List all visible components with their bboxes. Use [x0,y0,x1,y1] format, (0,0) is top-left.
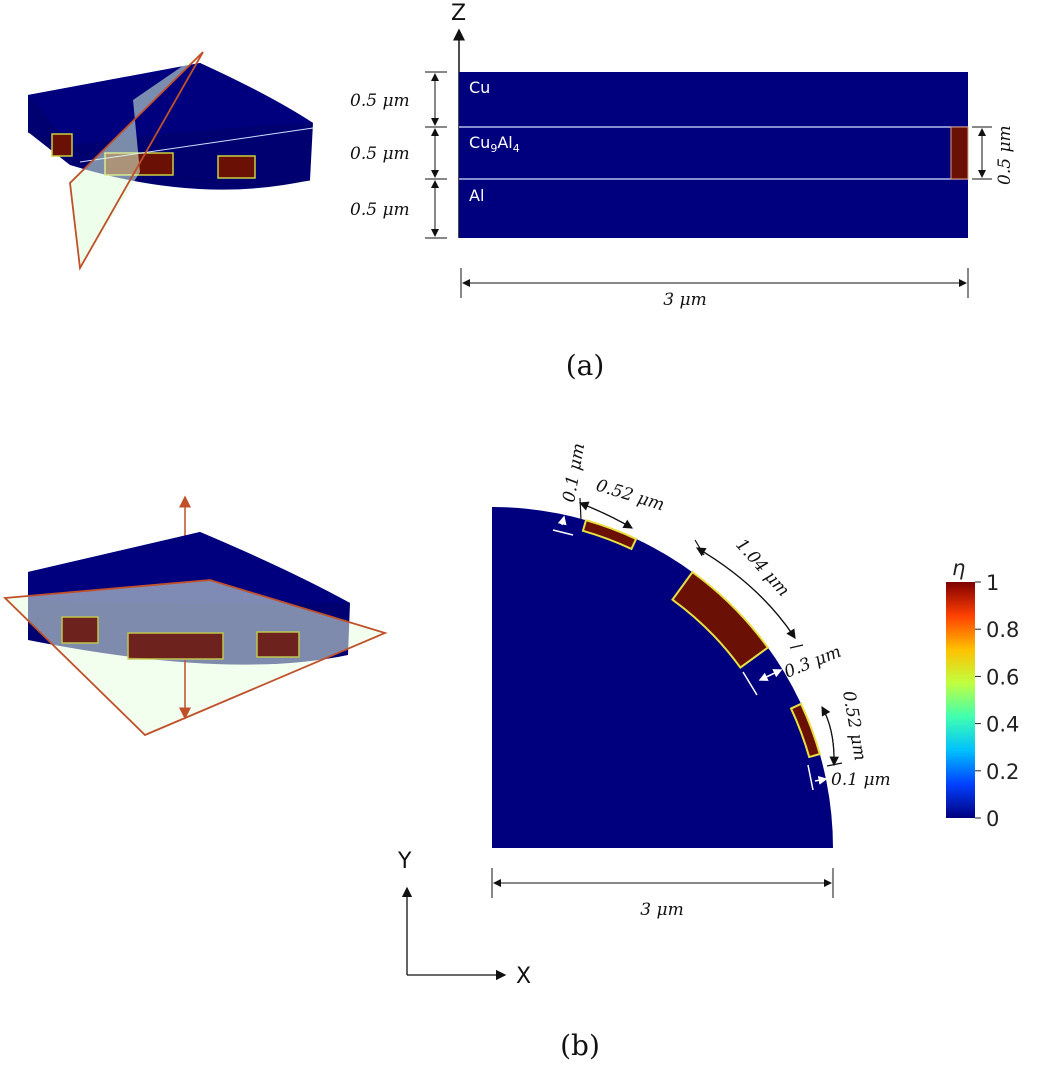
precipitate [256,631,300,658]
panel-a-section: Z Cu Cu9Al4 Al 0.5 μm 0.5 μm 0.5 μm 0.5 … [350,1,1015,310]
layer-label-cu: Cu [469,78,490,97]
colorbar-tick-label: 0.4 [986,713,1019,737]
precipitate [581,518,638,551]
quarter-disk [492,507,833,848]
dim-precip2-length: 1.04 μm [731,535,793,601]
dim-gap-right: 0.1 μm [831,770,891,790]
dim-precip1-length: 0.52 μm [594,476,667,516]
cut-plane [69,51,204,271]
precipitate [127,632,224,660]
layer-label-cu9al4: Cu9Al4 [469,133,520,155]
colorbar-tick-label: 0.2 [986,760,1019,784]
colorbar: η 1 0.8 0.6 0.4 0.2 0 [946,556,1019,831]
panel-a-3d-view [27,51,314,271]
z-axis-label: Z [451,1,466,26]
xy-axes: Y X [397,849,531,989]
caption-a: (a) [566,349,605,382]
panel-b-section [492,507,833,848]
colorbar-gradient [946,582,975,818]
y-axis-label: Y [397,849,412,874]
colorbar-title: η [952,556,965,580]
colorbar-tick-label: 0.8 [986,618,1019,642]
dim-cu-thickness: 0.5 μm [350,91,410,111]
dim-precipitate-height: 0.5 μm [995,125,1015,185]
dim-width: 3 μm [663,290,706,310]
precipitate [51,133,73,157]
dim-al-thickness: 0.5 μm [350,200,410,220]
cut-plane [2,579,388,737]
precipitate [61,616,99,644]
dim-precip3-length: 0.52 μm [838,689,870,762]
colorbar-tick-label: 1 [986,571,999,595]
dim-gap-top: 0.1 μm [559,442,589,504]
precipitate [789,702,822,759]
caption-b: (b) [560,1029,600,1062]
white-dimension-marks [552,515,828,791]
precipitate [217,155,256,179]
colorbar-tick-label: 0.6 [986,665,1019,689]
precipitate [950,126,969,180]
x-axis-label: X [516,964,531,989]
dim-width-b: 3 μm [640,900,683,920]
dimension-lines [578,497,843,767]
dim-cu9al4-thickness: 0.5 μm [350,144,410,164]
colorbar-tick-label: 0 [986,807,999,831]
panel-b-3d-view [2,495,388,737]
layer-label-al: Al [469,186,484,205]
precipitate [671,570,770,669]
